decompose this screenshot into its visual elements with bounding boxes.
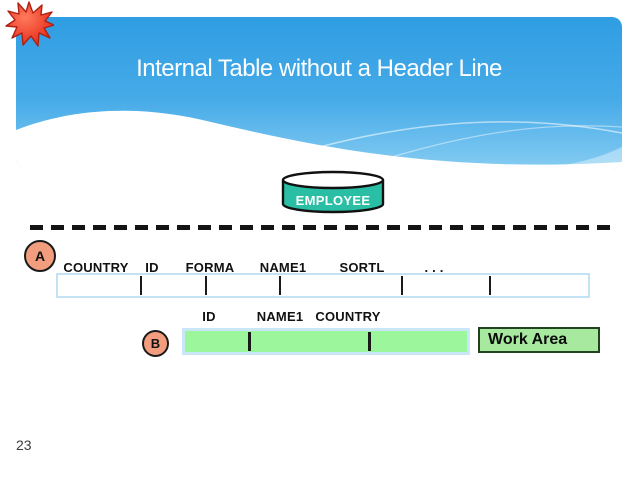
itab-header-id: ID xyxy=(145,260,159,275)
itab-header-ellipsis: . . . xyxy=(424,260,444,275)
work-area-label: Work Area xyxy=(488,331,568,348)
itab-column-divider xyxy=(140,276,142,295)
starburst-icon xyxy=(5,1,54,47)
database-cylinder xyxy=(281,170,385,214)
marker-b-label: B xyxy=(150,336,161,351)
marker-b-circle: B xyxy=(142,330,169,357)
itab-header-sortl: SORTL xyxy=(339,260,385,275)
itab-column-divider xyxy=(205,276,207,295)
page-title: Internal Table without a Header Line xyxy=(136,55,502,82)
wa-header-id: ID xyxy=(202,309,216,324)
marker-a-label: A xyxy=(34,248,46,264)
wa-column-divider xyxy=(368,332,371,351)
dashed-divider xyxy=(30,225,618,230)
itab-column-divider xyxy=(401,276,403,295)
work-area-label-box: Work Area xyxy=(478,327,600,353)
itab-header-name1: NAME1 xyxy=(259,260,307,275)
marker-a-circle: A xyxy=(24,240,56,272)
itab-header-forma: FORMA xyxy=(185,260,235,275)
itab-column-divider xyxy=(489,276,491,295)
itab-column-divider xyxy=(279,276,281,295)
database-label: EMPLOYEE xyxy=(295,193,371,208)
internal-table-row xyxy=(56,273,590,298)
wa-column-divider xyxy=(248,332,251,351)
wa-header-country: COUNTRY xyxy=(315,309,381,324)
itab-header-country: COUNTRY xyxy=(63,260,129,275)
banner-wave-white xyxy=(16,110,622,169)
page-number: 23 xyxy=(16,437,32,453)
wa-header-name1: NAME1 xyxy=(256,309,304,324)
work-area-row xyxy=(182,328,470,355)
title-banner xyxy=(16,17,622,169)
